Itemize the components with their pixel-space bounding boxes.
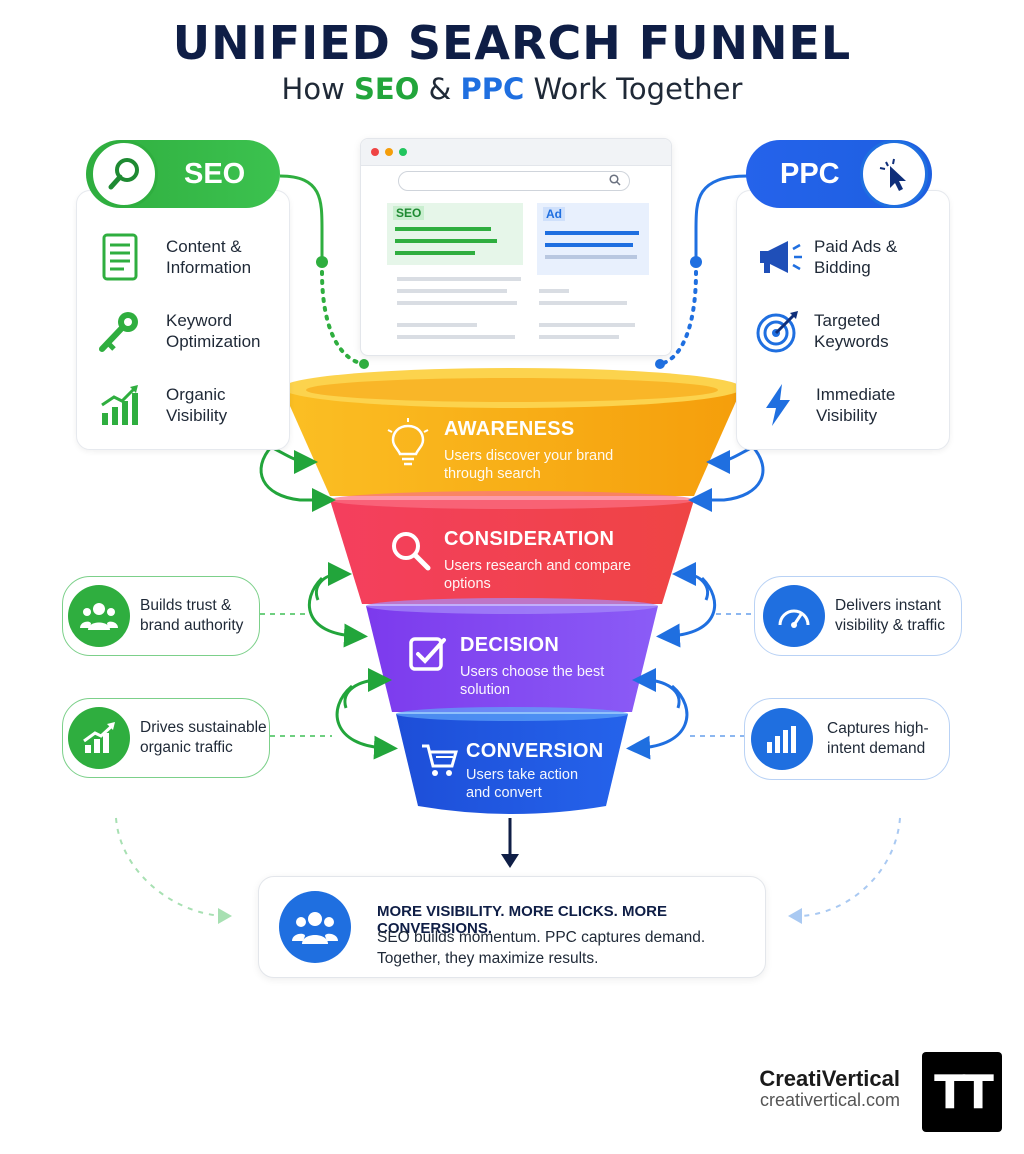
window-minimize-dot bbox=[385, 148, 393, 156]
seo-result-block: SEO bbox=[387, 203, 523, 265]
window-close-dot bbox=[371, 148, 379, 156]
seo-feature-organic: Organic Visibility bbox=[98, 380, 280, 430]
ppc-feature-paid-ads: Paid Ads & Bidding bbox=[756, 232, 940, 282]
stage-awareness-shape bbox=[282, 368, 742, 496]
seo-magnifier-badge bbox=[90, 140, 158, 208]
stage-conversion: CONVERSION Users take action and convert bbox=[420, 740, 620, 806]
stage-decision: DECISION Users choose the best solution bbox=[408, 634, 638, 704]
checkbox-icon bbox=[409, 637, 446, 671]
stage-awareness: AWARENESS Users discover your brand thro… bbox=[384, 418, 644, 488]
magnifier-icon bbox=[392, 532, 431, 571]
stage-decision-shape bbox=[366, 598, 658, 712]
ppc-cursor-badge bbox=[860, 140, 928, 208]
brand-logo: TT bbox=[922, 1052, 1002, 1132]
result-line-1: SEO builds momentum. PPC captures demand… bbox=[377, 929, 706, 946]
lightning-icon bbox=[766, 384, 790, 426]
ppc-feature-targeted: Targeted Keywords bbox=[756, 306, 940, 356]
result-card: MORE VISIBILITY. MORE CLICKS. MORE CONVE… bbox=[258, 876, 766, 978]
page-subtitle: How SEO & PPC Work Together bbox=[281, 72, 743, 106]
seo-note-trust: Builds trust & brand authority bbox=[62, 576, 260, 656]
ppc-note-instant: Delivers instant visibility & traffic bbox=[754, 576, 962, 656]
seo-note-traffic: Drives sustainable organic traffic bbox=[62, 698, 270, 778]
users-icon bbox=[80, 603, 118, 630]
stage-consideration-shape bbox=[330, 491, 694, 604]
seo-feature-keyword: Keyword Optimization bbox=[96, 306, 280, 356]
ppc-connector bbox=[694, 174, 749, 262]
cursor-click-icon bbox=[879, 158, 906, 191]
ad-result-block: Ad bbox=[537, 203, 649, 275]
document-icon bbox=[102, 233, 138, 281]
seo-pill: SEO bbox=[86, 140, 280, 208]
window-maximize-dot bbox=[399, 148, 407, 156]
ppc-pill: PPC bbox=[746, 140, 932, 208]
magnifier-icon bbox=[108, 158, 139, 190]
speedometer-icon bbox=[778, 609, 810, 628]
result-headline: MORE VISIBILITY. MORE CLICKS. MORE CONVE… bbox=[377, 903, 668, 937]
brand-url: creativertical.com bbox=[759, 1090, 900, 1110]
ppc-note-demand: Captures high- intent demand bbox=[744, 698, 950, 780]
seo-features-card bbox=[76, 190, 290, 450]
seo-feature-content: Content & Information bbox=[100, 232, 280, 282]
users-icon bbox=[292, 912, 338, 944]
search-icon bbox=[609, 174, 621, 186]
target-icon bbox=[756, 311, 798, 353]
ppc-label: PPC bbox=[780, 157, 840, 190]
trend-up-icon bbox=[83, 722, 115, 753]
growth-chart-icon bbox=[101, 385, 138, 425]
result-line-2: Together, they maximize results. bbox=[377, 950, 599, 967]
result-users-badge bbox=[279, 891, 351, 963]
brand-name: CreatiVertical bbox=[759, 1066, 900, 1091]
key-icon bbox=[99, 312, 138, 352]
stage-consideration: CONSIDERATION Users research and compare… bbox=[388, 528, 658, 598]
ad-result-tag: Ad bbox=[543, 207, 565, 221]
seo-connector bbox=[279, 174, 324, 262]
page-title: UNIFIED SEARCH FUNNEL bbox=[172, 16, 852, 70]
seo-result-tag: SEO bbox=[393, 206, 425, 220]
ppc-feature-immediate: Immediate Visibility bbox=[760, 380, 940, 430]
stage-conversion-shape bbox=[396, 707, 628, 814]
lightbulb-icon bbox=[387, 418, 429, 466]
megaphone-icon bbox=[760, 241, 802, 273]
seo-label: SEO bbox=[184, 157, 246, 190]
cart-icon bbox=[422, 744, 458, 776]
browser-search-bar[interactable] bbox=[398, 171, 630, 191]
browser-mockup: SEO Ad bbox=[360, 138, 672, 356]
bar-chart-icon bbox=[767, 726, 796, 753]
